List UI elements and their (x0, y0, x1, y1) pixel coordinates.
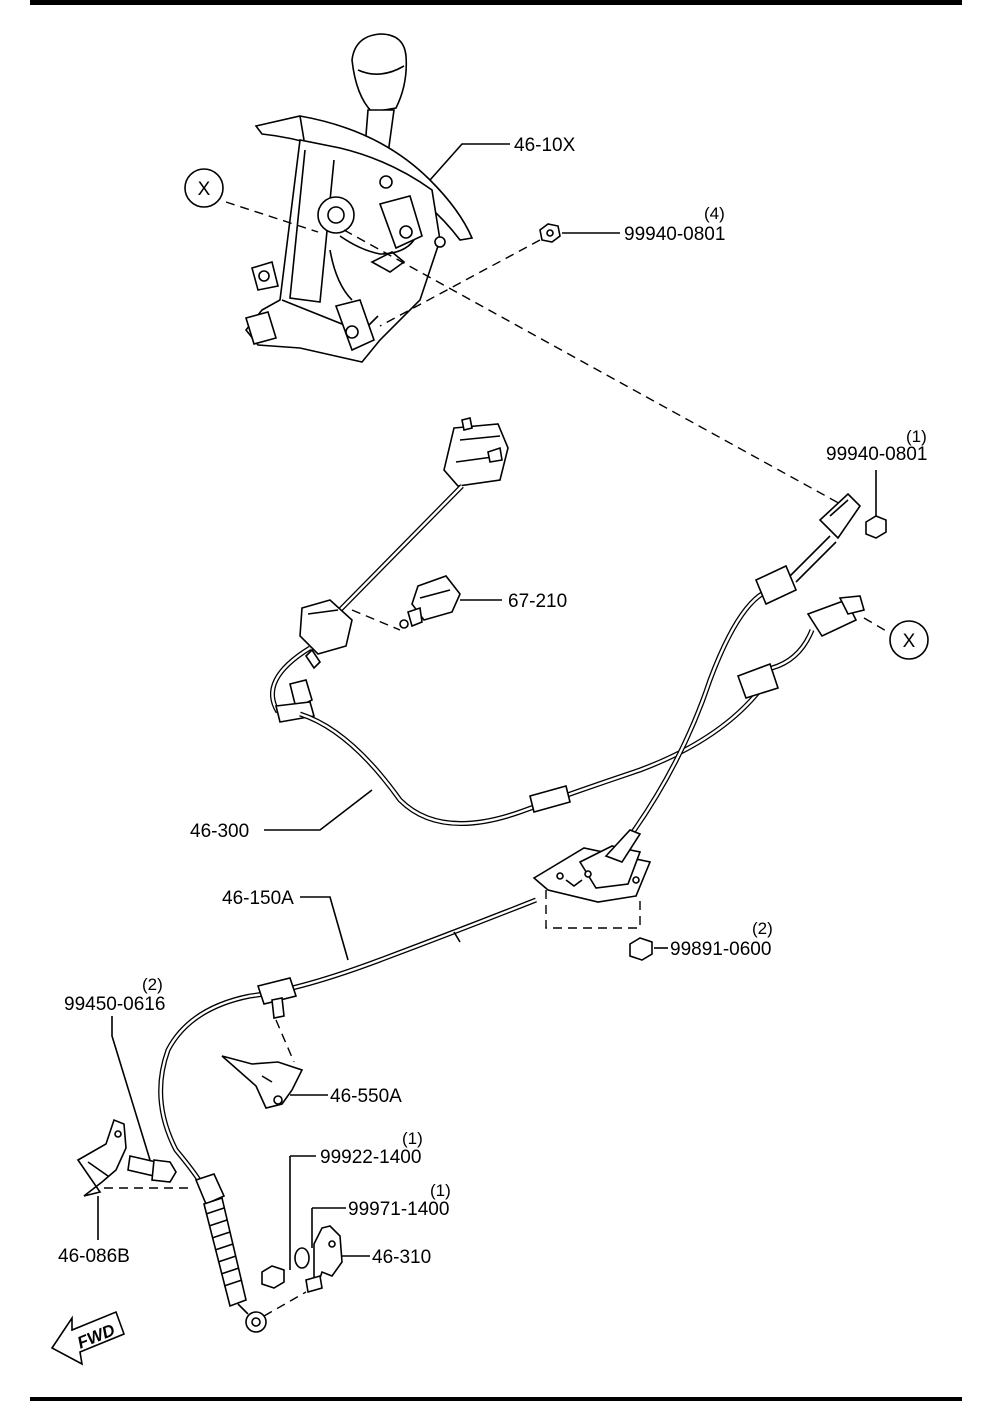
label-99940-0801-top: 99940-0801 (624, 224, 725, 245)
washer-99971-1400 (294, 1247, 310, 1269)
qty-99940-0801-right: (1) (906, 427, 927, 446)
label-99922-1400: 99922-1400 (320, 1147, 421, 1168)
label-46-086b: 46-086B (58, 1246, 130, 1267)
bracket-46-086b-drawing (76, 1118, 127, 1197)
qty-99891-0600: (2) (752, 919, 773, 938)
shifter-assembly-drawing (244, 33, 474, 363)
fwd-label: FWD (75, 1320, 118, 1352)
cable-46-300-drawing (269, 417, 865, 827)
switch-67-210-drawing (399, 575, 461, 629)
top-rule (30, 0, 962, 5)
label-99450-0616: 99450-0616 (64, 994, 165, 1015)
bracket-46-550a-drawing (221, 1055, 304, 1109)
bottom-rule (30, 1397, 962, 1401)
nut-99891-0600 (629, 937, 653, 961)
bracket-46-310-drawing (305, 1225, 343, 1294)
forward-direction-arrow: FWD (50, 1310, 126, 1366)
qty-99971-1400: (1) (430, 1181, 451, 1200)
qty-99940-0801-top: (4) (704, 204, 725, 223)
reference-marker-x-right (889, 620, 929, 660)
label-46-150a: 46-150A (222, 888, 294, 909)
label-46-300: 46-300 (190, 821, 249, 842)
nut-99922-1400 (261, 1265, 285, 1289)
cable-46-150a-upper-drawing (617, 492, 887, 852)
label-99971-1400: 99971-1400 (348, 1199, 449, 1220)
qty-99450-0616: (2) (142, 975, 163, 994)
cable-46-150a-lower-drawing (158, 897, 537, 1333)
label-99891-0600: 99891-0600 (670, 939, 771, 960)
nut-99940-0801-top (539, 223, 561, 243)
label-99940-0801-right: 99940-0801 (826, 444, 927, 465)
qty-99922-1400: (1) (402, 1129, 423, 1148)
reference-marker-x-right-label: X (903, 631, 916, 652)
label-67-210: 67-210 (508, 591, 567, 612)
label-46-310: 46-310 (372, 1247, 431, 1268)
bolt-99450-0616-drawing (127, 1155, 177, 1183)
reference-marker-x-top (184, 168, 224, 208)
shift-bracket-plate-drawing (532, 829, 652, 903)
reference-marker-x-top-label: X (198, 179, 211, 200)
label-46-550a: 46-550A (330, 1086, 402, 1107)
label-46-10x: 46-10X (514, 135, 576, 156)
